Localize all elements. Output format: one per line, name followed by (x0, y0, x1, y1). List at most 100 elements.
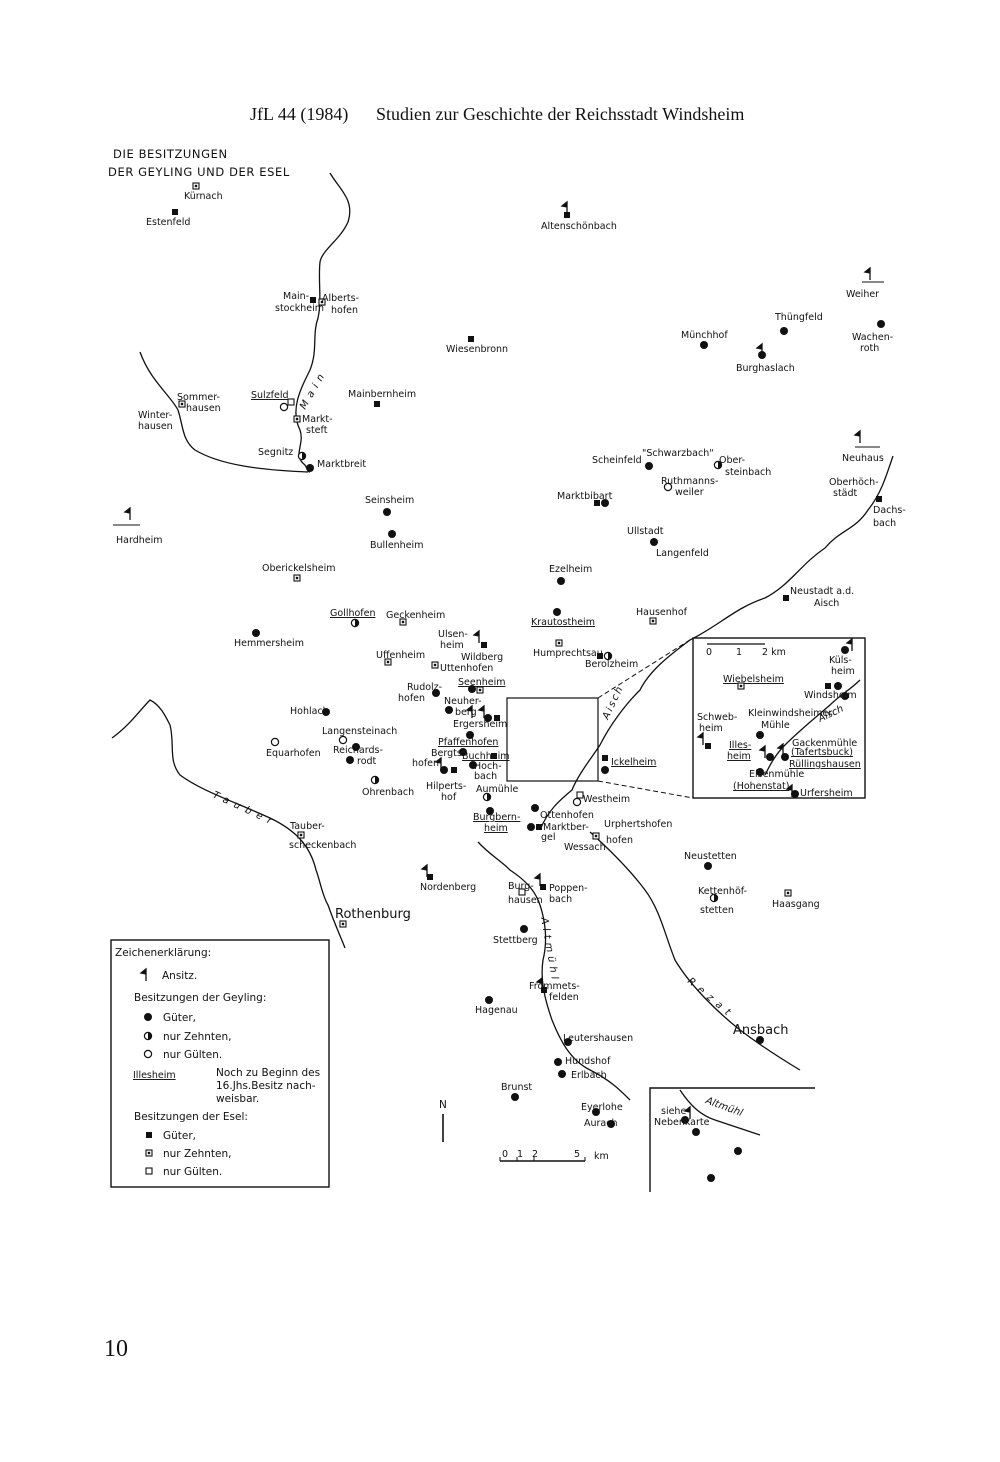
place-label: Hausenhof (636, 607, 688, 618)
inset-label: Eisenmühle (749, 769, 804, 780)
place-label: Ickelheim (611, 757, 656, 768)
tauber-river (111, 699, 346, 949)
marker (540, 884, 546, 890)
nebenkarte-frame (506, 697, 599, 782)
place-label: Pfaffenhofen (438, 737, 498, 748)
marker (784, 889, 792, 897)
place-label: Tauber- (289, 821, 325, 832)
place-label: rodt (357, 756, 377, 767)
journal-citation: JfL 44 (1984) (250, 104, 349, 124)
place-label: Rudolz- (407, 682, 442, 693)
legend-text: nur Zehnten, (163, 1031, 232, 1043)
marker (485, 996, 493, 1004)
marker (306, 464, 314, 472)
place-label: Aisch (814, 598, 839, 609)
scale-label: 1 (517, 1149, 523, 1160)
place-marker (705, 743, 711, 749)
marker (601, 766, 609, 774)
place-label: Leutershausen (563, 1033, 633, 1044)
legend-ansitz-text: Ansitz. (162, 970, 197, 982)
legend-title: Zeichenerklärung: (115, 947, 211, 959)
place-label: Buchheim (462, 751, 510, 762)
aisch-river (539, 455, 894, 831)
marker (520, 925, 528, 933)
place-label: stockheim (275, 303, 324, 314)
marker (592, 832, 600, 840)
inset-altmuehl-river (679, 1089, 761, 1136)
place-label: Bullenheim (370, 540, 423, 551)
legend-symbol-half (143, 1031, 153, 1041)
marker (388, 530, 396, 538)
place-label: Scheinfeld (592, 455, 642, 466)
place-label: heim (484, 823, 508, 834)
place-label: Wachen- (852, 332, 893, 343)
marker (287, 398, 295, 406)
marker (704, 862, 712, 870)
marker (252, 629, 260, 637)
place-label: bach (873, 518, 896, 529)
city-label: Rothenburg (335, 907, 411, 922)
place-label: Ober- (719, 455, 745, 466)
place-label: Marktbibart (557, 491, 613, 502)
inset-label: heim (831, 666, 855, 677)
inset-frame (692, 637, 866, 799)
marker (572, 797, 582, 807)
inset-label: heim (699, 723, 723, 734)
marker (650, 538, 658, 546)
place-label: Berolzheim (585, 659, 638, 670)
marker (876, 496, 882, 502)
rivers-layer (111, 172, 894, 1136)
place-label: Gollhofen (330, 608, 376, 619)
ansitz-marker (124, 507, 131, 521)
place-label: hofen (606, 835, 633, 846)
place-label: Alberts- (322, 293, 359, 304)
place-label: Aurach (584, 1118, 618, 1129)
marker (645, 462, 653, 470)
place-label: Neustetten (684, 851, 737, 862)
place-label: bach (549, 894, 572, 905)
marker (383, 508, 391, 516)
legend-note-place: Illesheim (133, 1070, 176, 1081)
inset-label: Windsheim (804, 690, 857, 701)
place-label: hofen (398, 693, 425, 704)
place-label: Seinsheim (365, 495, 414, 506)
place-label: steft (306, 425, 328, 436)
marker (172, 209, 178, 215)
place-label: Humprechtsau (533, 648, 603, 659)
main-river (295, 172, 351, 473)
place-marker (766, 753, 774, 761)
place-label: roth (860, 343, 879, 354)
place-label: Ohrenbach (362, 787, 414, 798)
place-label: felden (549, 992, 579, 1003)
ansitz-marker (864, 267, 871, 281)
scale-label: 0 (502, 1149, 508, 1160)
marker (649, 617, 657, 625)
place-label: weiler (675, 487, 704, 498)
inset-label: Rüllingshausen (789, 759, 861, 770)
place-label: Oberickelsheim (262, 563, 335, 574)
place-marker (681, 1116, 689, 1124)
legend-symbol-square (146, 1132, 152, 1138)
running-title: Studien zur Geschichte der Reichsstadt W… (376, 104, 745, 124)
place-label: Hemmersheim (234, 638, 304, 649)
place-label: Ruthmanns- (661, 476, 718, 487)
marker (557, 577, 565, 585)
map-title-line-1: DIE BESITZUNGEN (113, 147, 228, 161)
legend-symbol-square-dot (145, 1149, 153, 1157)
leader-line-bottom (597, 780, 694, 799)
ansitz-marker (854, 430, 861, 444)
legend-text: Güter, (163, 1012, 196, 1024)
place-label: Geckenheim (386, 610, 445, 621)
place-label: Segnitz (258, 447, 293, 458)
place-label: gel (541, 832, 556, 843)
place-label: Thüngfeld (774, 312, 823, 323)
inset-label: Mühle (761, 720, 790, 731)
place-label: Hilperts- (426, 781, 466, 792)
place-label: hausen (186, 403, 221, 414)
place-marker (841, 692, 849, 700)
legend-symbol-dot (144, 1013, 152, 1021)
north-arrow: N (439, 1099, 447, 1142)
marker (602, 755, 608, 761)
marker (370, 775, 380, 785)
